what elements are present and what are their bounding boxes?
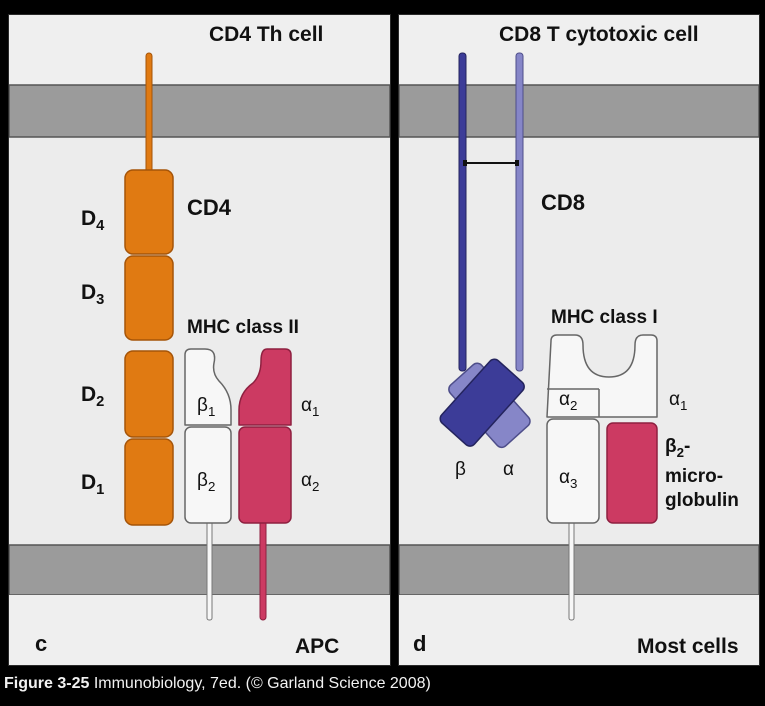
figure-number: Figure 3-25: [4, 675, 90, 692]
mhc2-alpha-tail: [259, 519, 267, 621]
panel-d-letter: d: [413, 631, 427, 656]
cd8-beta-stalk: [458, 52, 467, 372]
cd8-beta-label: β: [455, 459, 466, 480]
cd8-beta-head: [439, 358, 525, 447]
ctl-membrane: [399, 84, 759, 138]
cd4-label: CD4: [187, 195, 232, 220]
cd4-domain-d3: [124, 255, 174, 341]
th-cell-cytoplasm: [9, 15, 390, 85]
alpha1-label: α1: [669, 389, 688, 413]
book-title: Immunobiology, 7ed.: [93, 675, 242, 692]
panel-c-drawing: [9, 15, 390, 665]
copyright: (© Garland Science 2008): [245, 675, 431, 692]
th-cell-membrane: [9, 84, 390, 138]
mhc2-beta1-domain: [184, 348, 232, 426]
cd8-alpha-label: α: [503, 459, 514, 480]
alpha1-label: α1: [301, 395, 320, 419]
target-cell-cytoplasm: [399, 595, 759, 665]
cd4-d3-label: D3: [81, 281, 105, 309]
cd4-domain-d4: [124, 169, 174, 255]
alpha3-label: α3: [559, 467, 578, 491]
apc-cytoplasm: [9, 595, 390, 665]
cd4-domain-d1: [124, 438, 174, 526]
cd4-d1-label: D1: [81, 471, 105, 499]
bond-end-right: [515, 160, 519, 166]
apc-label: APC: [295, 635, 340, 658]
target-cell-membrane: [399, 544, 759, 596]
mhc2-beta2-domain: [184, 426, 232, 524]
mhc1-heavy-tail: [568, 519, 575, 621]
apc-membrane: [9, 544, 390, 596]
th-cell-label: CD4 Th cell: [209, 23, 324, 46]
beta1-label: β1: [197, 395, 216, 419]
mhc1-alpha1-alpha2-platform: [546, 334, 658, 418]
mhc1-label: MHC class I: [551, 307, 658, 328]
bond-end-left: [463, 160, 467, 166]
cd8-alpha-stalk: [515, 52, 524, 372]
b2m-label-line-1: β2-: [665, 436, 691, 460]
b2m-label: β2- micro- globulin: [665, 435, 739, 513]
panel-d-cd8-mhc1: CD8 T cytotoxic cell CD8 MHC class I β α…: [398, 14, 760, 666]
b2m-label-line-2: micro-: [665, 465, 724, 487]
mhc2-alpha1-domain: [238, 348, 292, 426]
cd4-d4-label: D4: [81, 207, 105, 235]
panel-c-letter: c: [35, 631, 48, 656]
ctl-cell-label: CD8 T cytotoxic cell: [499, 23, 699, 46]
beta2-microglobulin: [606, 422, 658, 524]
mhc2-beta-tail: [206, 519, 213, 621]
alpha2-label: α2: [559, 389, 578, 413]
figure-caption: Figure 3-25 Immunobiology, 7ed. (© Garla…: [4, 675, 431, 693]
mhc2-alpha2-domain: [238, 426, 292, 524]
panel-d-drawing: [399, 15, 759, 665]
most-cells-label: Most cells: [637, 635, 739, 658]
cd4-d2-label: D2: [81, 383, 105, 411]
panel-c-cd4-mhc2: CD4 Th cell CD4 MHC class II D4 D3 D2 D1…: [8, 14, 391, 666]
cd4-transmembrane-tail: [145, 52, 153, 176]
beta2-label: β2: [197, 470, 216, 494]
alpha2-label: α2: [301, 470, 320, 494]
b2m-label-line-3: globulin: [665, 489, 739, 511]
mhc2-label: MHC class II: [187, 317, 299, 338]
mhc1-alpha3-domain: [546, 418, 600, 524]
cd4-domain-d2: [124, 350, 174, 438]
cd8-label: CD8: [541, 190, 586, 215]
